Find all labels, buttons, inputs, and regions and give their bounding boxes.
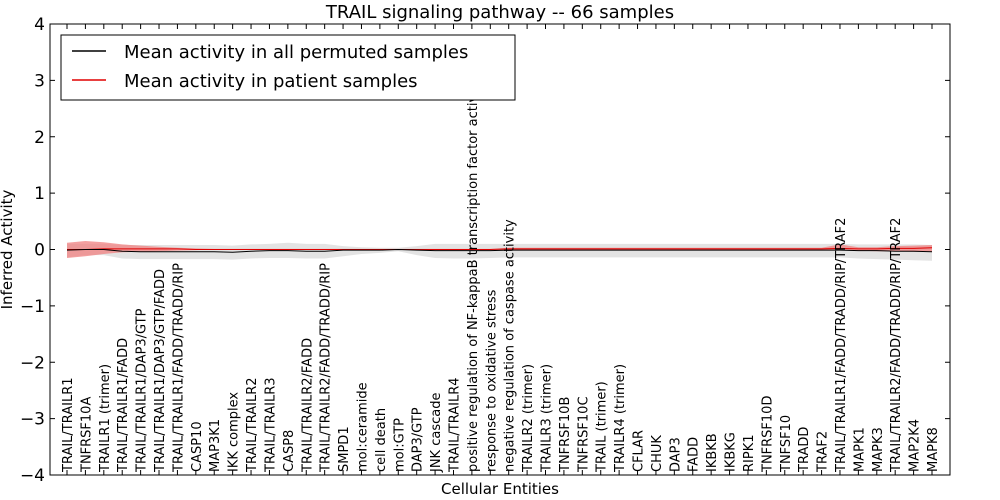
- x-tick-label: TRAIL/TRAILR1/FADD/TRADD/RIP/TRAF2: [834, 218, 849, 473]
- y-tick-label: 2: [34, 128, 45, 148]
- x-tick-label: TRAIL/TRAILR3: [263, 377, 278, 473]
- series-line-1: [67, 247, 933, 250]
- x-tick-label: TRAIL/TRAILR1: [61, 377, 76, 473]
- x-tick-label: TNFRSF10D: [760, 396, 775, 473]
- y-tick-label: 1: [34, 184, 45, 204]
- y-axis: −4 −3 −2 −1 0 1 2 3 4: [20, 15, 950, 486]
- x-tick-label: response to oxidative stress: [484, 289, 499, 472]
- x-tick-label: MAPK3: [871, 427, 886, 472]
- x-tick-label: TRAIL/TRAILR1/DAP3/GTP/FADD: [153, 269, 168, 473]
- y-tick-label: 0: [34, 241, 45, 261]
- x-tick-label: TRADD: [797, 427, 812, 473]
- x-tick-label: MAPK8: [926, 427, 941, 472]
- x-tick-label: positive regulation of NF-kappaB transcr…: [466, 78, 481, 472]
- x-tick-label: TRAIL/TRAILR2: [245, 377, 260, 473]
- x-tick-label: MAP2K4: [908, 419, 923, 472]
- x-tick-label: FADD: [687, 437, 702, 472]
- x-tick-label: RIPK1: [742, 434, 757, 472]
- x-tick-label: mol:GTP: [392, 418, 407, 472]
- x-tick-label: IKBKG: [724, 432, 739, 472]
- x-tick-label: TRAF2: [816, 431, 831, 473]
- x-tick-label: SMPD1: [337, 426, 352, 472]
- x-tick-label: IKBKB: [705, 433, 720, 472]
- chart-title: TRAIL signaling pathway -- 66 samples: [325, 2, 674, 23]
- x-tick-label: TRAILR3 (trimer): [540, 364, 555, 473]
- x-tick-label: TRAIL/TRAILR2/FADD/TRADD/RIP/TRAF2: [889, 218, 904, 473]
- x-tick-label: TRAIL/TRAILR2/FADD: [300, 338, 315, 473]
- x-tick-label: TNFRSF10B: [558, 397, 573, 473]
- x-tick-label: DAP3: [668, 437, 683, 472]
- x-tick-label: TRAIL/TRAILR1/FADD: [116, 338, 131, 473]
- legend-label-permuted: Mean activity in all permuted samples: [124, 42, 468, 63]
- x-tick-label: TRAILR1 (trimer): [98, 364, 113, 473]
- x-tick-label: TNFRSF10A: [79, 397, 94, 473]
- series-lines: [66, 247, 933, 253]
- y-axis-label: Inferred Activity: [0, 189, 16, 309]
- y-tick-label: 3: [34, 71, 45, 91]
- x-tick-label: TNFRSF10C: [576, 396, 591, 473]
- y-tick-label: −3: [20, 410, 45, 430]
- y-tick-label: 4: [34, 15, 45, 35]
- y-tick-label: −4: [20, 466, 45, 486]
- x-tick-label: negative regulation of caspase activity: [503, 219, 518, 472]
- x-tick-label: TRAIL (trimer): [595, 381, 610, 473]
- x-tick-label: CASP10: [190, 421, 205, 472]
- legend-label-patient: Mean activity in patient samples: [124, 71, 418, 92]
- legend-box: [60, 34, 516, 101]
- x-tick-label: MAPK1: [852, 427, 867, 472]
- x-tick-label: CHUK: [650, 435, 665, 472]
- x-tick-label: TRAIL/TRAILR2/FADD/TRADD/RIP: [319, 263, 334, 473]
- legend: Mean activity in all permuted samples Me…: [60, 34, 516, 101]
- x-tick-label: TNFSF10: [779, 415, 794, 473]
- x-tick-label: CASP8: [282, 430, 297, 472]
- x-axis-label: Cellular Entities: [441, 480, 559, 498]
- x-tick-label: IKK complex: [227, 392, 242, 472]
- x-tick-label: cell death: [374, 408, 389, 472]
- x-tick-label: TRAIL/TRAILR1/DAP3/GTP: [135, 308, 150, 473]
- series-line-0: [66, 248, 933, 253]
- x-tick-label: TRAILR2 (trimer): [521, 364, 536, 473]
- x-tick-label: TRAIL/TRAILR1/FADD/TRADD/RIP: [171, 263, 186, 473]
- y-tick-label: −1: [20, 297, 45, 317]
- series-band-0: [67, 242, 932, 261]
- x-tick-label: MAP3K1: [208, 419, 223, 472]
- y-tick-label: −2: [20, 353, 45, 373]
- x-tick-label: mol:ceramide: [356, 382, 371, 472]
- x-tick-label: DAP3/GTP: [411, 407, 426, 472]
- x-tick-label: TRAILR4 (trimer): [613, 364, 628, 473]
- x-tick-label: CFLAR: [632, 430, 647, 472]
- x-tick-label: JNK cascade: [429, 393, 444, 473]
- x-tick-label: TRAIL/TRAILR4: [448, 377, 463, 473]
